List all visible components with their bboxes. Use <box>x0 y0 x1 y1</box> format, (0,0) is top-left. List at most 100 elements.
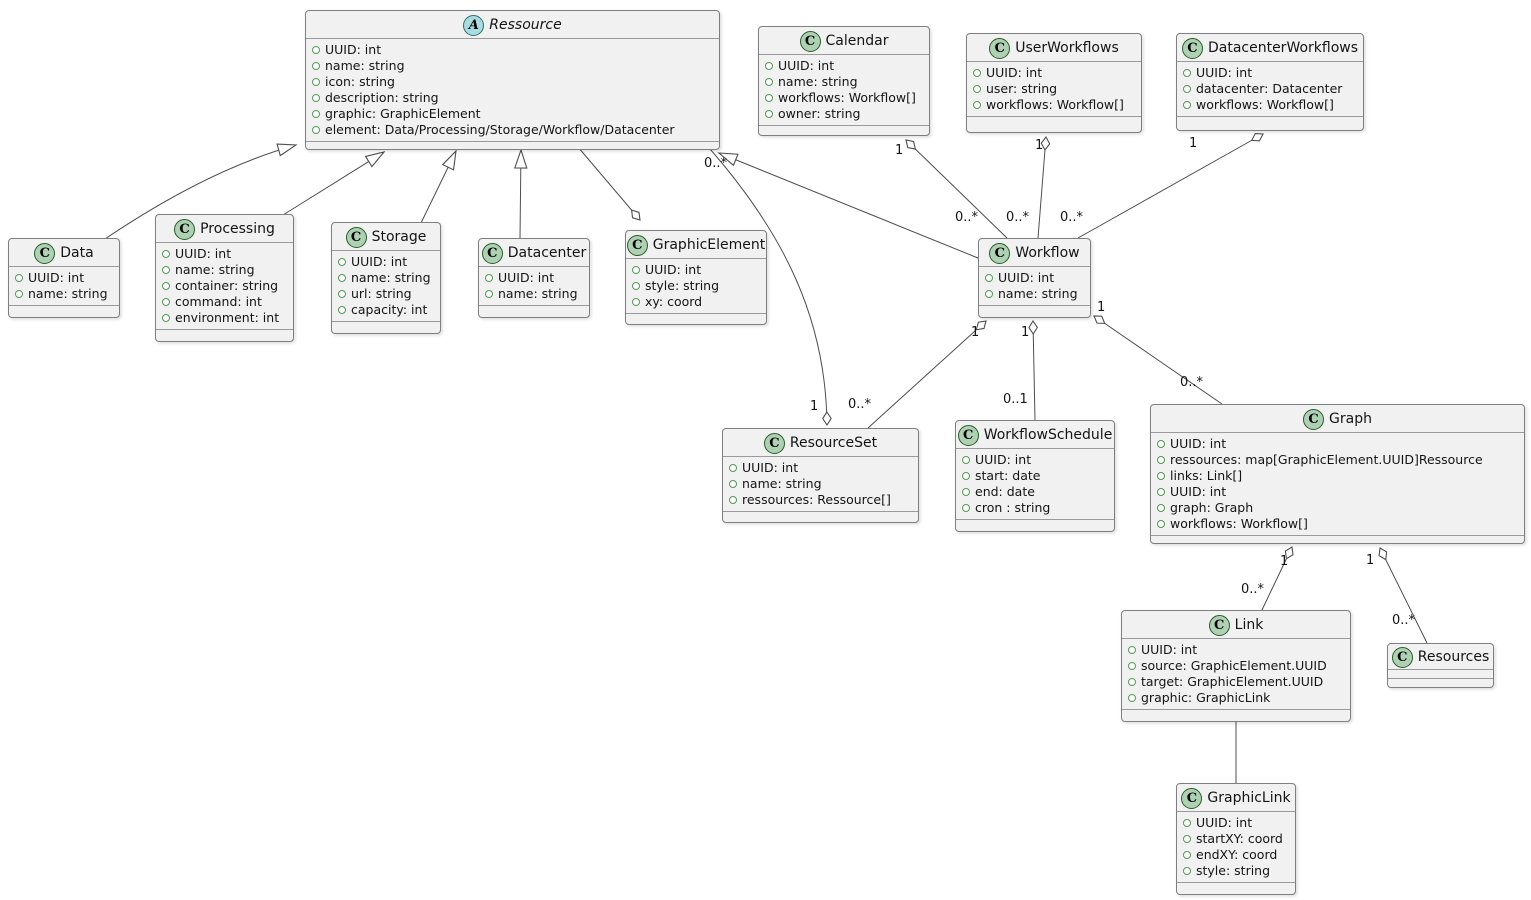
visibility-icon <box>632 282 640 290</box>
class-name: ResourceSet <box>789 435 878 451</box>
multiplicity-label: 0..* <box>955 210 979 225</box>
class-icon: C <box>1391 646 1413 668</box>
visibility-icon <box>1157 488 1165 496</box>
methods-compartment <box>1151 535 1524 543</box>
methods-compartment <box>1177 116 1363 130</box>
class-icon: C <box>1181 787 1203 809</box>
class-name: Workflow <box>1015 245 1080 261</box>
class-name: GraphicElement <box>652 237 766 253</box>
attribute: ressources: Ressource[] <box>729 492 910 508</box>
class-title: C Resources <box>1388 644 1493 669</box>
attribute: xy: coord <box>632 294 758 310</box>
attribute: UUID: int <box>632 262 758 278</box>
attribute-list: UUID: int source: GraphicElement.UUID ta… <box>1122 638 1350 709</box>
attribute: workflows: Workflow[] <box>765 90 921 106</box>
visibility-icon <box>312 126 320 134</box>
class-name: Resources <box>1417 649 1490 665</box>
visibility-icon <box>338 274 346 282</box>
class-box-storage: C Storage UUID: int name: string url: st… <box>331 222 441 334</box>
class-title: C Data <box>9 239 119 266</box>
visibility-icon <box>729 480 737 488</box>
methods-compartment <box>306 141 719 149</box>
visibility-icon <box>1157 472 1165 480</box>
class-box-userworkflows: C UserWorkflows UUID: int user: string w… <box>966 33 1142 133</box>
attribute: source: GraphicElement.UUID <box>1128 658 1342 674</box>
edge-workflow-workflowschedule-aggregation <box>1028 319 1038 421</box>
class-box-link: C Link UUID: int source: GraphicElement.… <box>1121 610 1351 722</box>
visibility-icon <box>985 274 993 282</box>
methods-compartment <box>1122 709 1350 721</box>
visibility-icon <box>162 298 170 306</box>
methods-compartment <box>967 116 1141 132</box>
attribute: workflows: Workflow[] <box>1183 97 1355 113</box>
attribute: UUID: int <box>338 254 432 270</box>
attribute: container: string <box>162 278 285 294</box>
visibility-icon <box>485 274 493 282</box>
methods-compartment <box>979 305 1090 317</box>
attribute: url: string <box>338 286 432 302</box>
visibility-icon <box>1128 678 1136 686</box>
visibility-icon <box>962 472 970 480</box>
class-title: C GraphicElement <box>626 231 766 258</box>
attribute: style: string <box>632 278 758 294</box>
class-icon: C <box>957 424 979 446</box>
attribute: name: string <box>985 286 1082 302</box>
multiplicity-label: 1 <box>810 399 819 414</box>
edge-graph-link-aggregation <box>1261 546 1294 611</box>
class-name: Datacenter <box>507 245 587 261</box>
class-title: C UserWorkflows <box>967 34 1141 61</box>
attribute: UUID: int <box>765 58 921 74</box>
methods-compartment <box>332 321 440 333</box>
visibility-icon <box>1183 101 1191 109</box>
methods-compartment <box>156 329 293 341</box>
attribute: UUID: int <box>1157 484 1516 500</box>
multiplicity-label: 1 <box>1280 554 1289 569</box>
attribute: name: string <box>729 476 910 492</box>
class-box-datacenter: C Datacenter UUID: int name: string <box>478 238 590 318</box>
multiplicity-label: 0..* <box>1392 613 1416 628</box>
class-icon: C <box>1208 614 1230 636</box>
visibility-icon <box>162 282 170 290</box>
class-icon: C <box>481 242 503 264</box>
class-title: C Graph <box>1151 405 1524 432</box>
multiplicity-label: 1 <box>1035 138 1044 153</box>
class-icon: C <box>763 432 785 454</box>
visibility-icon <box>1183 819 1191 827</box>
attribute-list: UUID: int name: string icon: string desc… <box>306 38 719 141</box>
attribute-list: UUID: int name: string <box>979 266 1090 305</box>
class-title: C Calendar <box>759 27 929 54</box>
attribute: end: date <box>962 484 1106 500</box>
edge-workflow-graph-aggregation <box>1093 315 1223 405</box>
class-title: C Workflow <box>979 239 1090 266</box>
attribute: name: string <box>485 286 581 302</box>
visibility-icon <box>962 504 970 512</box>
class-name: Graph <box>1329 411 1372 427</box>
visibility-icon <box>162 266 170 274</box>
visibility-icon <box>765 78 773 86</box>
attribute-list: UUID: int name: string url: string capac… <box>332 250 440 321</box>
attribute-list: UUID: int name: string <box>479 266 589 305</box>
attribute-list: UUID: int name: string workflows: Workfl… <box>759 54 929 125</box>
class-box-workflowschedule: C WorkflowSchedule UUID: int start: date… <box>955 420 1115 532</box>
visibility-icon <box>985 290 993 298</box>
class-box-calendar: C Calendar UUID: int name: string workfl… <box>758 26 930 136</box>
multiplicity-label: 1 <box>1366 553 1375 568</box>
class-name: Data <box>60 245 94 261</box>
visibility-icon <box>1128 662 1136 670</box>
attribute-list: UUID: int start: date end: date cron : s… <box>956 448 1114 519</box>
methods-compartment <box>956 519 1114 531</box>
class-box-processing: C Processing UUID: int name: string cont… <box>155 214 294 342</box>
class-title: C Processing <box>156 215 293 242</box>
visibility-icon <box>312 110 320 118</box>
class-box-graphicelement: C GraphicElement UUID: int style: string… <box>625 230 767 325</box>
visibility-icon <box>162 250 170 258</box>
class-title: C ResourceSet <box>723 429 918 456</box>
edge-userworkflows-workflow-aggregation <box>1037 135 1051 239</box>
attribute: icon: string <box>312 74 711 90</box>
attribute: startXY: coord <box>1183 831 1287 847</box>
edge-calendar-workflow-aggregation <box>905 139 1008 239</box>
methods-compartment <box>1177 882 1295 894</box>
attribute: links: Link[] <box>1157 468 1516 484</box>
class-name: GraphicLink <box>1207 790 1291 806</box>
multiplicity-label: 1 <box>1189 136 1198 151</box>
